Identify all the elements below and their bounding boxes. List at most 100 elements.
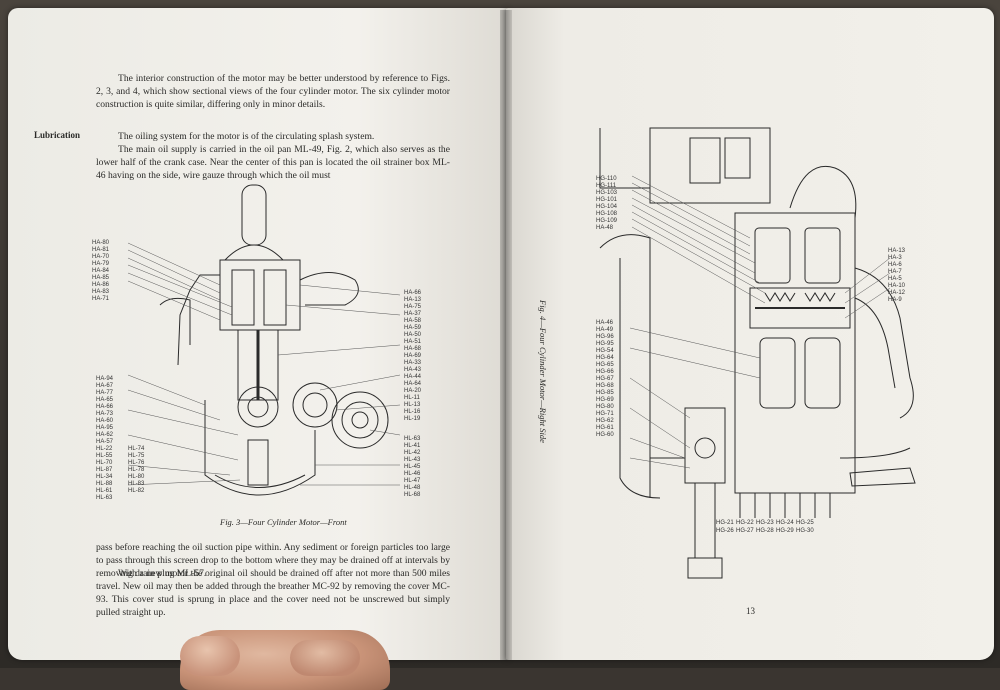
label-hg-65: HG-65 [596,362,614,368]
label-hl-70: HL-70 [96,460,113,466]
label-ha-94: HA-94 [96,376,114,382]
label-hl-88: HL-88 [96,481,113,487]
label-ha-79: HA-79 [92,261,110,267]
label-r-hl-16: HL-16 [404,409,421,415]
label-hl-61: HL-61 [96,488,113,494]
label-r-ha-43: HA-43 [404,367,422,373]
label-r-ha-68: HA-68 [404,346,422,352]
label-ha-65: HA-65 [96,397,114,403]
label-hg-109: HG-109 [596,218,618,224]
label-r-ha-69: HA-69 [404,353,422,359]
label-hg-96: HG-96 [596,334,614,340]
finger-index [290,640,360,676]
label-hl-83: HL-83 [128,481,145,487]
label-hg-27: HG-27 [736,528,754,534]
label-rr-ha-3: HA-3 [888,255,902,261]
label-hg-108: HG-108 [596,211,618,217]
label-rr-ha-13: HA-13 [888,248,906,254]
label-hl-87: HL-87 [96,467,113,473]
label-r-ha-50: HA-50 [404,332,422,338]
oil-supply-paragraph: The main oil supply is carried in the oi… [96,144,450,181]
label-ha-70: HA-70 [92,254,110,260]
front-motor-diagram [127,184,401,496]
label-hg-28: HG-28 [756,528,774,534]
label-r-hl-46: HL-46 [404,471,421,477]
label-hg-21: HG-21 [716,520,734,526]
label-ha-49: HA-49 [596,327,614,333]
label-hg-68: HG-68 [596,383,614,389]
label-hg-67: HG-67 [596,376,614,382]
side-motor-diagram [599,127,916,579]
label-hg-80: HG-80 [596,404,614,410]
label-hl-76: HL-76 [128,460,145,466]
label-hl-74: HL-74 [128,446,145,452]
label-hg-26: HG-26 [716,528,734,534]
label-ha-57: HA-57 [96,439,114,445]
label-hg-103: HG-103 [596,190,618,196]
label-ha-66: HA-66 [96,404,114,410]
label-ha-62: HA-62 [96,432,114,438]
label-hl-55: HL-55 [96,453,113,459]
label-hl-34: HL-34 [96,474,113,480]
label-hg-66: HG-66 [596,369,614,375]
page-number-right: 13 [746,606,755,616]
label-r-ha-75: HA-75 [404,304,422,310]
label-hg-30: HG-30 [796,528,814,534]
label-hg-104: HG-104 [596,204,618,210]
label-r-ha-58: HA-58 [404,318,422,324]
label-r-hl-13: HL-13 [404,402,421,408]
intro-paragraph: The interior construction of the motor m… [96,73,450,110]
label-r-hl-63: HL-63 [404,436,421,442]
label-r-ha-59: HA-59 [404,325,422,331]
label-r-hl-41: HL-41 [404,443,421,449]
label-rr-ha-10: HA-10 [888,283,906,289]
label-ha-84: HA-84 [92,268,110,274]
label-ha-46: HA-46 [596,320,614,326]
label-r-hl-11: HL-11 [404,395,420,401]
label-rr-ha-12: HA-12 [888,290,906,296]
label-r-ha-20: HA-20 [404,388,422,394]
label-ha-80: HA-80 [92,240,110,246]
label-rr-ha-9: HA-9 [888,297,902,303]
label-hg-85: HG-85 [596,390,614,396]
label-hl-63: HL-63 [96,495,113,501]
label-r-hl-47: HL-47 [404,478,421,484]
label-ha-60: HA-60 [96,418,114,424]
label-hg-54: HG-54 [596,348,614,354]
finger-thumb [180,636,240,676]
label-hg-22: HG-22 [736,520,754,526]
label-r-ha-33: HA-33 [404,360,422,366]
label-r-ha-44: HA-44 [404,374,422,380]
label-hg-61: HG-61 [596,425,614,431]
label-ha-71: HA-71 [92,296,110,302]
label-r-ha-13: HA-13 [404,297,422,303]
label-r-hl-48: HL-48 [404,485,421,491]
label-r-ha-64: HA-64 [404,381,422,387]
label-r-ha-66: HA-66 [404,290,422,296]
label-ha-81: HA-81 [92,247,110,253]
book-gutter [500,10,512,660]
label-hg-24: HG-24 [776,520,794,526]
label-hl-75: HL-75 [128,453,145,459]
label-hg-29: HG-29 [776,528,794,534]
label-hg-95: HG-95 [596,341,614,347]
label-hg-62: HG-62 [596,418,614,424]
label-hg-64: HG-64 [596,355,614,361]
label-r-hl-43: HL-43 [404,457,421,463]
label-ha-86: HA-86 [92,282,110,288]
label-hg-110: HG-110 [596,176,617,182]
label-r-hl-68: HL-68 [404,492,421,498]
label-r-ha-37: HA-37 [404,311,422,317]
label-hg-101: HG-101 [596,197,618,203]
label-rr-ha-6: HA-6 [888,262,902,268]
label-rr-ha-7: HA-7 [888,269,902,275]
label-r-hl-42: HL-42 [404,450,421,456]
label-hg-25: HG-25 [796,520,814,526]
label-rr-ha-5: HA-5 [888,276,902,282]
label-r-hl-45: HL-45 [404,464,421,470]
label-ha-77: HA-77 [96,390,114,396]
label-hg-23: HG-23 [756,520,774,526]
label-hl-80: HL-80 [128,474,145,480]
label-ha-85: HA-85 [92,275,110,281]
side-heading-lubrication: Lubrication [34,130,81,140]
